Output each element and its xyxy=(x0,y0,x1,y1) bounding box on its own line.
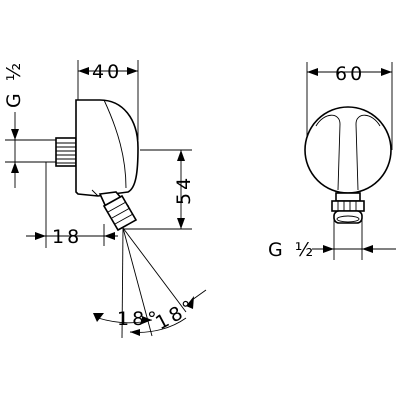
width-60-label: 60 xyxy=(335,63,365,85)
swivel-angle-lines: 18° 18° xyxy=(93,227,207,339)
side-thread-label: G ½ xyxy=(3,60,25,108)
angle-right-label: 18° xyxy=(152,295,200,334)
elbow-body xyxy=(75,99,139,197)
dim-offset-18: 18 xyxy=(26,162,118,248)
thread-connector xyxy=(55,137,77,167)
width-40-label: 40 xyxy=(92,61,122,83)
dim-thread-side: G ½ xyxy=(3,60,60,188)
dim-thread-front: G ½ xyxy=(268,218,396,261)
side-view: 40 G ½ xyxy=(3,60,207,339)
offset-18-label: 18 xyxy=(52,226,82,248)
dim-height-54: 54 xyxy=(124,149,195,230)
front-view: 60 G ½ xyxy=(268,62,396,261)
height-54-label: 54 xyxy=(173,175,195,205)
front-thread-label: G ½ xyxy=(268,239,316,261)
outlet-nut-front xyxy=(331,192,365,224)
round-body xyxy=(304,106,392,194)
dim-width-40: 40 xyxy=(77,60,139,140)
angle-left-label: 18° xyxy=(117,308,160,330)
outlet-nut-side xyxy=(98,191,138,232)
